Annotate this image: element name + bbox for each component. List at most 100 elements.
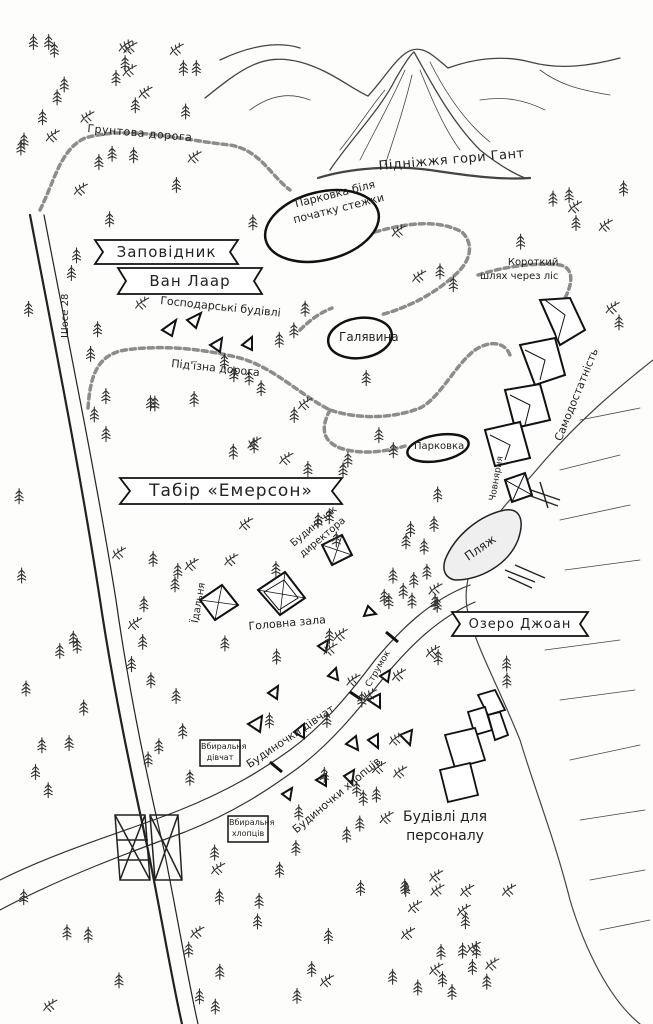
tree-icon (254, 892, 264, 909)
toilet-boxes (199, 739, 269, 843)
tree-icon (303, 460, 313, 478)
tree-icon (171, 687, 181, 705)
tree-icon (101, 425, 111, 443)
tree-icon (37, 109, 48, 126)
tree-icon (437, 971, 448, 988)
tree-icon (71, 247, 82, 264)
tree-icon (37, 737, 47, 754)
label-boys-toilets: Вбиральня хлопців (229, 818, 275, 838)
tree-icon (436, 943, 446, 960)
tree-icon (105, 211, 115, 228)
tree-icon (343, 451, 353, 468)
tree-icon (460, 913, 470, 930)
label-staff-buildings: Будівлі для персоналу (403, 809, 488, 844)
tree-icon (185, 769, 195, 786)
fern-icon (112, 546, 127, 560)
tree-icon (422, 563, 432, 580)
tree-icon (388, 567, 398, 584)
fern-icon (456, 903, 471, 917)
tree-icon (435, 263, 445, 280)
tree-icon (401, 880, 411, 897)
tree-icon (148, 550, 158, 568)
fern-icon (408, 900, 423, 914)
tree-icon (300, 300, 310, 317)
tree-icon (361, 370, 371, 387)
fern-icon (412, 269, 427, 283)
fern-icon (169, 42, 184, 56)
highway-road (28, 213, 199, 1024)
tree-icon (292, 987, 302, 1004)
tree-icon (338, 462, 348, 479)
tree-icon (355, 815, 365, 832)
tree-icon (120, 55, 130, 72)
self-reliance-buildings (483, 296, 587, 468)
ovals (263, 188, 470, 464)
tree-icon (68, 630, 78, 647)
tree-icon (184, 941, 194, 958)
label-shortcut: Короткий шлях через ліс (480, 257, 559, 282)
banner-camp: Табір «Емерсон» (120, 478, 342, 504)
fern-icon (392, 668, 407, 682)
tree-icon (433, 486, 443, 503)
label-highway: Шосе 28 (60, 293, 71, 338)
label-lake: Озеро Джоан (468, 616, 572, 632)
tree-icon (272, 648, 282, 665)
tree-icon (215, 963, 225, 980)
tree-icon (93, 321, 103, 338)
label-parking: Парковка (414, 441, 465, 452)
tree-icon (66, 264, 76, 282)
tree-icon (178, 723, 188, 740)
fern-icon (379, 811, 394, 825)
tree-icon (181, 103, 191, 120)
tree-icon (126, 656, 137, 673)
fern-icon (138, 85, 153, 99)
fern-icon (187, 150, 202, 164)
label-meadow: Галявина (339, 330, 399, 344)
tree-icon (21, 680, 31, 697)
tree-icon (388, 968, 398, 985)
tree-icon (52, 89, 62, 106)
tree-icon (548, 190, 558, 207)
tree-icon (210, 844, 220, 861)
tree-icon (467, 958, 477, 976)
fern-icon (346, 673, 361, 687)
tree-icon (252, 913, 263, 930)
tree-icon (274, 331, 284, 348)
banner-reserve-2: Ван Лаар (118, 268, 262, 294)
tree-icon (107, 145, 117, 162)
tree-icon (62, 924, 72, 941)
tree-icon (138, 633, 148, 650)
tree-icon (43, 782, 53, 799)
tree-icon (130, 97, 140, 114)
tree-icon (433, 649, 443, 666)
tree-icon (178, 59, 188, 77)
driveway (86, 306, 512, 454)
tree-icon (356, 879, 366, 897)
tree-icon (194, 988, 205, 1005)
tree-icon (101, 388, 111, 405)
tree-icon (275, 861, 285, 878)
tree-icon (145, 395, 156, 412)
cabins (246, 604, 414, 802)
tree-icon (388, 442, 398, 459)
tree-icon (146, 672, 156, 689)
fern-icon (127, 616, 143, 631)
fern-icon (502, 883, 517, 897)
tree-icon (447, 983, 457, 1001)
boathouse-building (503, 471, 534, 504)
label-girls-toilets: Вбиральня дівчат (201, 742, 247, 762)
staff-buildings (438, 688, 510, 804)
highway-bridge (114, 814, 183, 881)
tree-icon (371, 786, 381, 803)
fern-icon (605, 301, 620, 315)
tree-icon (398, 582, 408, 599)
fern-icon (568, 200, 583, 214)
fern-icon (393, 765, 408, 779)
fern-icon (239, 517, 254, 531)
tree-icon (571, 214, 581, 232)
beach (443, 509, 522, 581)
tree-icon (79, 699, 89, 716)
tree-icon (271, 560, 281, 578)
tree-icon (264, 712, 274, 729)
tree-icon (409, 571, 419, 588)
